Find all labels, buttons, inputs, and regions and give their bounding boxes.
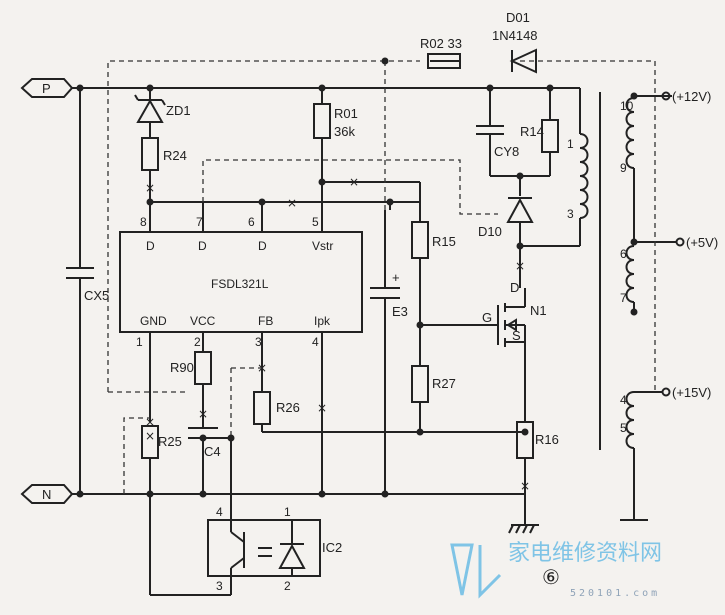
r01-name: R01	[334, 106, 358, 121]
n1-label: N1	[530, 303, 547, 318]
svg-text:×: ×	[145, 181, 155, 195]
ic-fsdl321l: FSDL321L 8 7 6 5 D D D Vstr GND VCC FB I…	[119, 215, 363, 349]
sec-pin-4: 4	[620, 393, 627, 407]
ic-pin-8: 8	[140, 215, 147, 229]
e3-plus: +	[392, 270, 400, 285]
watermark-brand: 家电维修资料网	[508, 541, 662, 566]
r15-label: R15	[432, 234, 456, 249]
ic-label-d2: D	[198, 239, 207, 253]
c4-label: C4	[204, 444, 221, 459]
ic-label-ipk: Ipk	[314, 314, 331, 328]
resistor-r16: R16 ×	[508, 421, 559, 534]
svg-text:×: ×	[145, 429, 155, 443]
output-15v: (+15V)	[672, 385, 711, 400]
resistor-r25: R25	[141, 425, 182, 459]
terminal-n-label: N	[42, 487, 51, 502]
resistor-r27: R27	[411, 365, 456, 432]
r01-value: 36k	[334, 124, 355, 139]
sec-pin-7: 7	[620, 291, 627, 305]
ic-pin-7: 7	[196, 215, 203, 229]
ic2-pin-2: 2	[284, 579, 291, 593]
svg-text:×: ×	[515, 259, 525, 273]
capacitor-e3: + E3	[370, 210, 408, 494]
n1-g: G	[482, 310, 492, 325]
sec-pin-9: 9	[620, 161, 627, 175]
r14-label: R14	[520, 124, 544, 139]
ic-label-vstr: Vstr	[312, 239, 333, 253]
ic-pin-4: 4	[312, 335, 319, 349]
cy8-label: CY8	[494, 144, 519, 159]
r16-label: R16	[535, 432, 559, 447]
svg-text:×: ×	[257, 361, 267, 375]
ic-label-fb: FB	[258, 314, 273, 328]
cx5-label: CX5	[84, 288, 109, 303]
zd1-label: ZD1	[166, 103, 191, 118]
ic-label-vcc: VCC	[190, 314, 216, 328]
ic2-pin-1: 1	[284, 505, 291, 519]
n1-d: D	[510, 280, 519, 295]
terminal-p: P	[20, 78, 74, 98]
transformer-secondary: 10 9 6 7 4 5	[620, 95, 676, 521]
r25-label: R25	[158, 434, 182, 449]
snubber: CY8 R14 D10 ×	[476, 88, 559, 288]
ic-pin-5: 5	[312, 215, 319, 229]
resistor-r15: R15	[411, 221, 456, 366]
primary-pin-1: 1	[567, 137, 574, 151]
mosfet-n1: D G S N1	[420, 280, 547, 422]
sec-pin-10: 10	[620, 99, 634, 113]
sec-pin-5: 5	[620, 421, 627, 435]
d01-part: 1N4148	[492, 28, 538, 43]
r02-label: R02 33	[420, 36, 462, 51]
ic-pin-2: 2	[194, 335, 201, 349]
resistor-r90: R90 ×	[170, 351, 212, 428]
resistor-r24: R24 ×	[141, 137, 187, 232]
ic-pin-1: 1	[136, 335, 143, 349]
svg-text:×: ×	[145, 415, 155, 429]
drain-bus: × ×	[150, 175, 421, 232]
transformer-primary: 1 3	[520, 88, 589, 247]
svg-text:×: ×	[317, 401, 327, 415]
ic-pin-6: 6	[248, 215, 255, 229]
capacitor-cx5: CX5	[66, 267, 109, 303]
optocoupler-ic2: 4 1 3 2 IC2	[149, 438, 342, 596]
figure-number: ⑥	[542, 567, 560, 589]
r24-label: R24	[163, 148, 187, 163]
e3-label: E3	[392, 304, 408, 319]
sec-pin-6: 6	[620, 247, 627, 261]
junction-dots	[76, 57, 638, 498]
ic-label-d3: D	[258, 239, 267, 253]
ic2-pin-3: 3	[216, 579, 223, 593]
n1-s: S	[512, 328, 521, 343]
outputs: (+12V) (+5V) (+15V)	[661, 89, 718, 400]
ic-main-name: FSDL321L	[211, 277, 269, 291]
output-12v: (+12V)	[672, 89, 711, 104]
d01-name: D01	[506, 10, 530, 25]
zener-zd1: ZD1	[134, 88, 191, 138]
ic2-pin-4: 4	[216, 505, 223, 519]
ic-label-d1: D	[146, 239, 155, 253]
primary-pin-3: 3	[567, 207, 574, 221]
d10-label: D10	[478, 224, 502, 239]
diode-d01: D01 1N4148	[430, 10, 538, 74]
watermark-url: 520101.com	[570, 588, 660, 599]
resistor-r26: R26	[253, 391, 525, 433]
svg-text:×: ×	[287, 196, 297, 210]
ic-label-gnd: GND	[140, 314, 167, 328]
r27-label: R27	[432, 376, 456, 391]
output-5v: (+5V)	[686, 235, 718, 250]
r90-label: R90	[170, 360, 194, 375]
terminal-p-label: P	[42, 81, 51, 96]
capacitor-c4: C4	[188, 427, 231, 494]
svg-text:×: ×	[520, 479, 530, 493]
watermark: 家电维修资料网 520101.com	[450, 541, 662, 599]
ic-pin-3: 3	[255, 335, 262, 349]
r26-label: R26	[276, 400, 300, 415]
resistor-r02: R02 33	[420, 36, 462, 69]
ic2-label: IC2	[322, 540, 342, 555]
terminal-n: N	[20, 484, 74, 504]
ic-bottom-wires: × × × ×	[145, 332, 327, 494]
svg-text:×: ×	[198, 407, 208, 421]
dashed-paths	[107, 60, 656, 494]
